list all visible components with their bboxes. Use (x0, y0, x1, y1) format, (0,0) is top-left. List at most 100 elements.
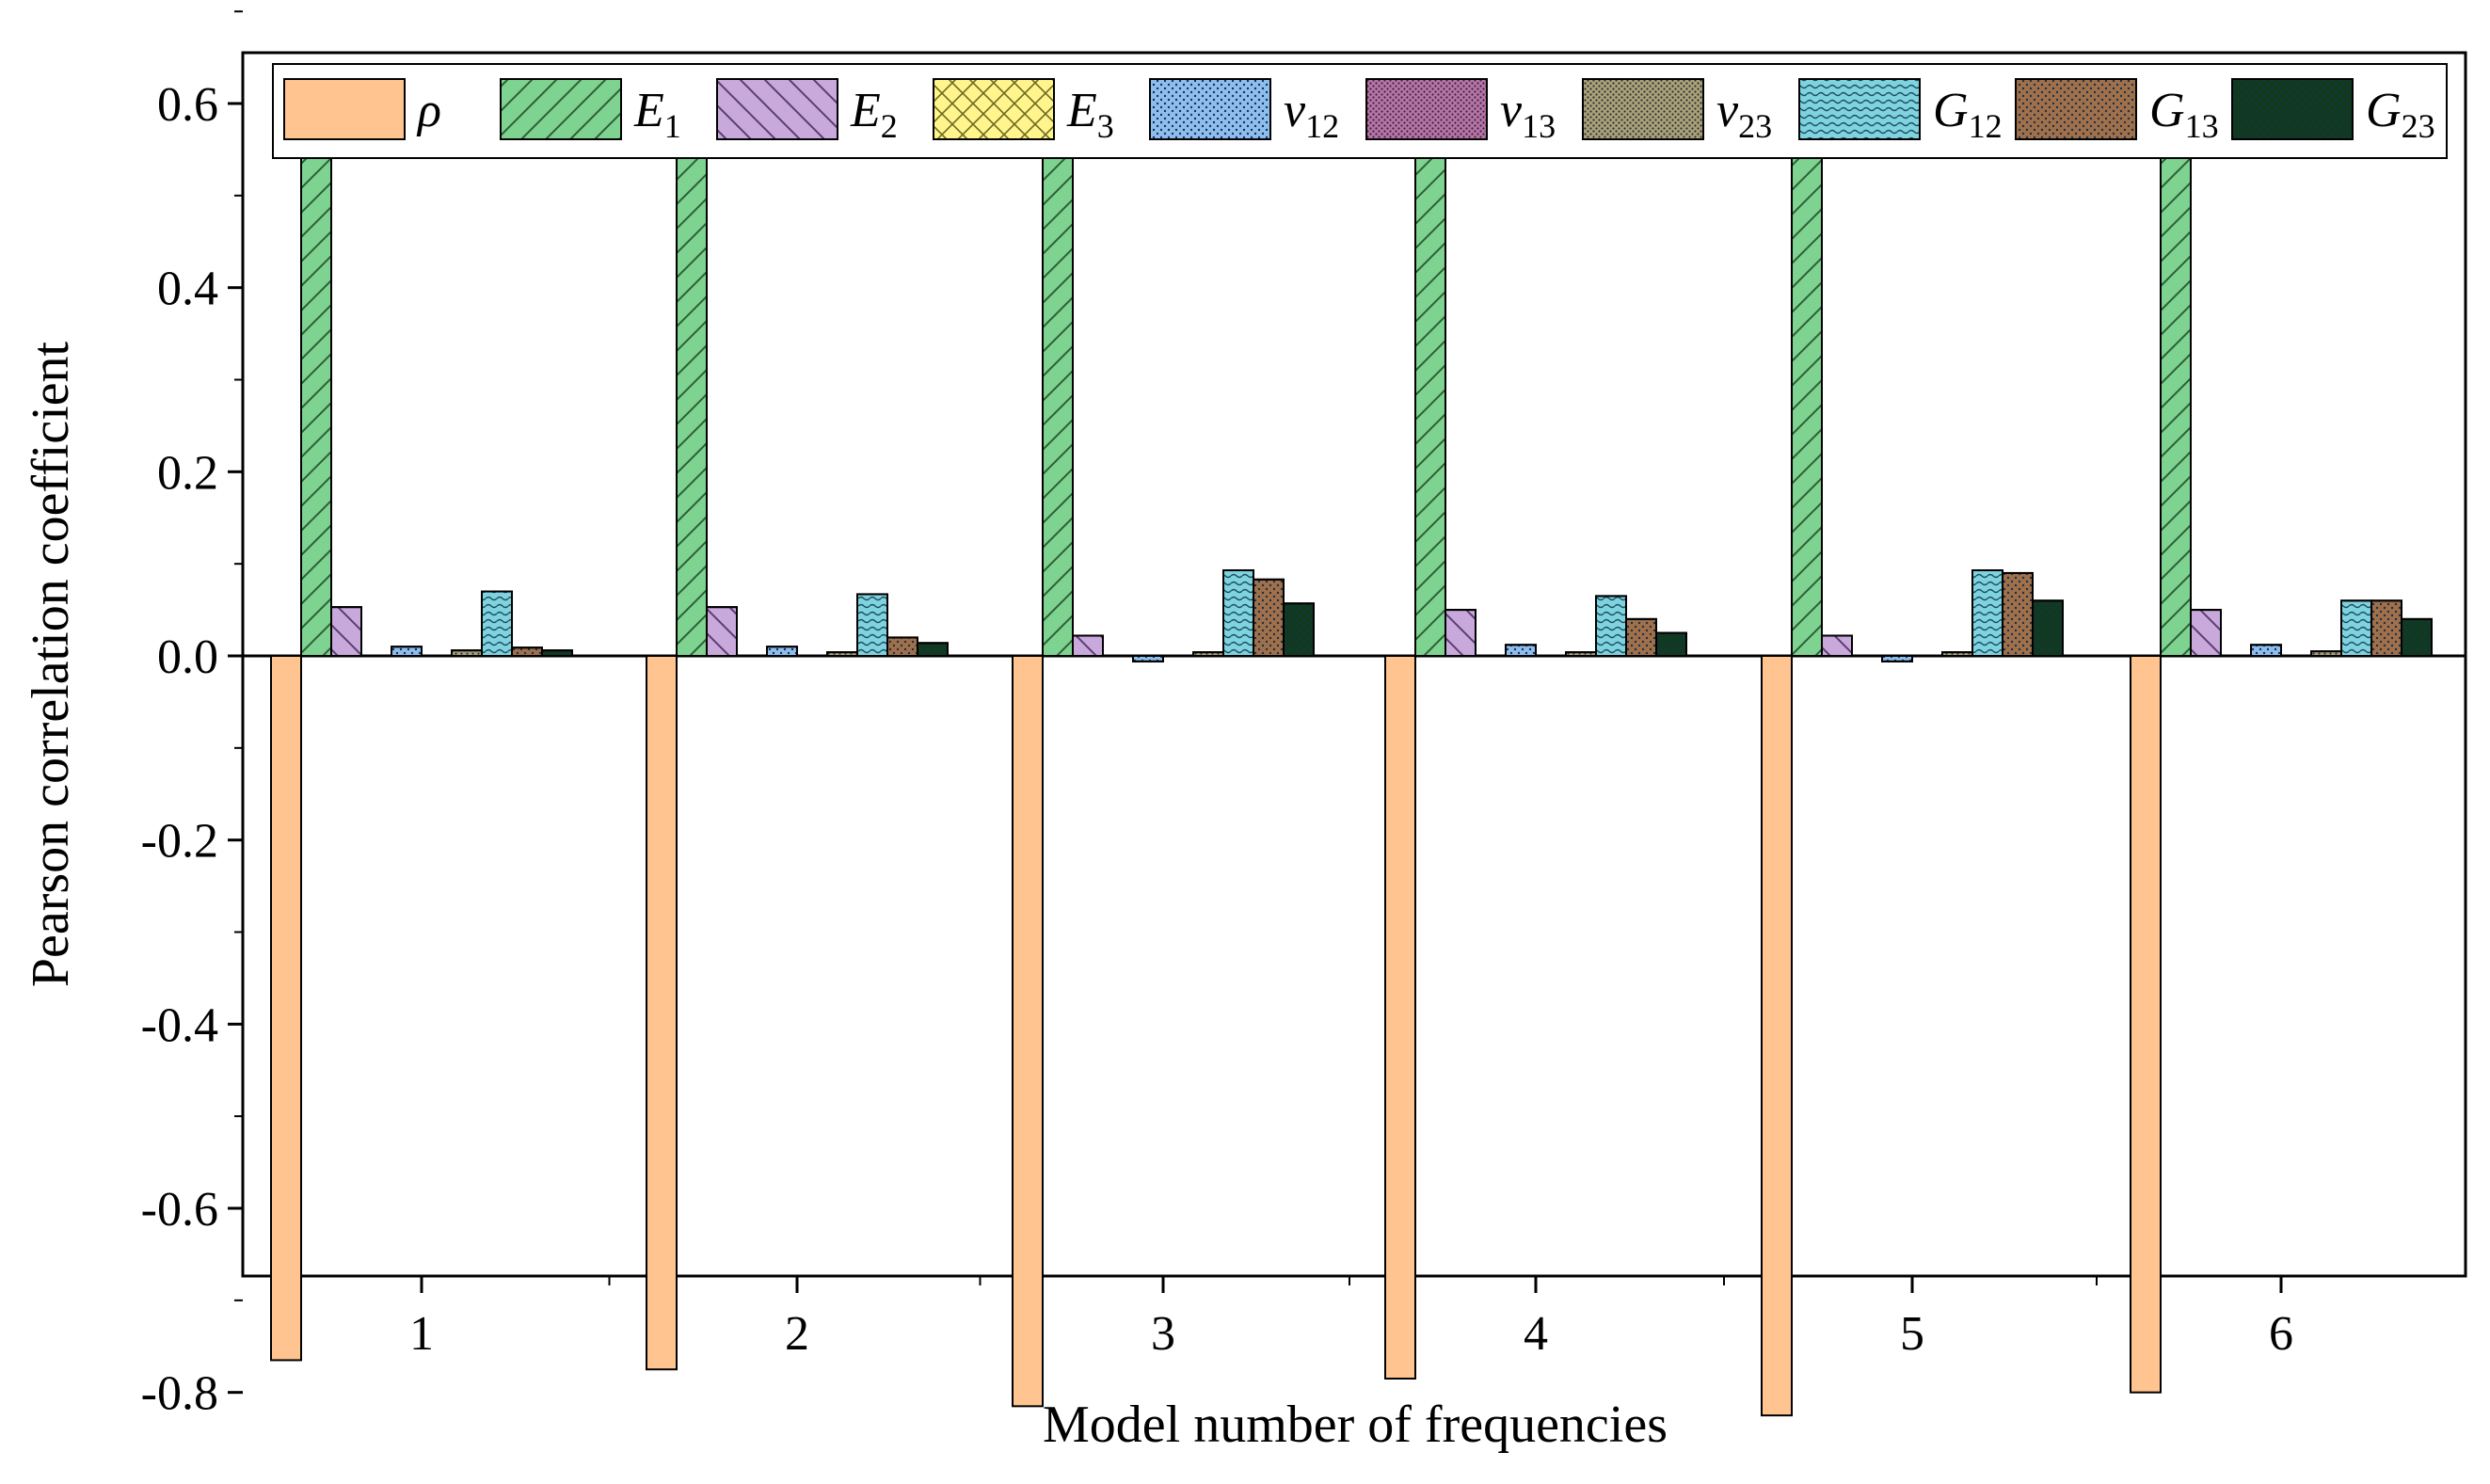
bar-pattern-E1-6 (2160, 118, 2192, 658)
legend-label-G13: G13 (2149, 84, 2219, 145)
bar-pattern-E2-2 (706, 606, 738, 657)
legend-label-ρ: ρ (416, 84, 441, 137)
bar-E3-5 (1851, 655, 1883, 658)
bar-pattern-G13-3 (1253, 578, 1285, 658)
bar-pattern-v23-3 (1192, 651, 1224, 658)
y-axis-title: Pearson correlation coefficient (22, 341, 80, 987)
bar-pattern-G23-5 (2032, 599, 2064, 657)
bar-pattern-v12-1 (391, 646, 423, 658)
bar-pattern-E2-3 (1072, 634, 1104, 658)
y-tick-label-0.0: 0.0 (157, 630, 218, 684)
bar-pattern-G12-2 (856, 593, 888, 657)
bar-ρ-1 (270, 655, 302, 1362)
bar-pattern-G12-1 (481, 590, 513, 657)
bar-pattern-E2-6 (2190, 609, 2222, 657)
bar-pattern-E1-2 (676, 84, 708, 657)
bar-v13-1 (421, 655, 453, 658)
y-tick-label--0.4: -0.4 (141, 998, 218, 1052)
legend-swatch-pattern-v23 (1582, 78, 1704, 140)
bar-pattern-G12-4 (1595, 595, 1627, 657)
bar-pattern-G12-3 (1222, 569, 1254, 658)
y-tick-label--0.2: -0.2 (141, 815, 218, 869)
bar-pattern-v23-6 (2310, 650, 2342, 658)
bar-v13-4 (1535, 655, 1567, 658)
bar-pattern-E2-1 (330, 606, 362, 657)
legend-swatch-pattern-G12 (1798, 78, 1921, 140)
bar-pattern-E1-4 (1414, 98, 1446, 657)
legend-items: ρ E1 E2 E3 v12 v13 v23 G12 G13 G23 (283, 78, 2435, 145)
bar-pattern-G23-6 (2401, 617, 2433, 657)
bar-E3-6 (2220, 655, 2252, 658)
legend-label-E2: E2 (850, 84, 898, 145)
x-tick-label-3: 3 (1151, 1307, 1175, 1361)
y-tick-label-0.2: 0.2 (157, 446, 218, 500)
bar-E3-2 (736, 655, 768, 658)
x-axis-title: Model number of frequencies (1043, 1396, 1668, 1454)
bar-pattern-v12-5 (1881, 655, 1913, 662)
bar-pattern-E1-3 (1042, 145, 1074, 657)
legend-label-v12: v12 (1284, 84, 1339, 145)
x-tick-label-1: 1 (409, 1307, 434, 1361)
bar-pattern-G13-1 (511, 646, 543, 658)
bar-ρ-3 (1012, 655, 1044, 1408)
bar-E3-4 (1475, 655, 1507, 658)
legend-swatch-pattern-E2 (716, 78, 838, 140)
bar-pattern-G23-1 (541, 649, 573, 658)
bars-layer (270, 76, 2433, 1417)
legend-swatch-pattern-G13 (2015, 78, 2137, 140)
x-tick-label-2: 2 (785, 1307, 809, 1361)
legend-label-v13: v13 (1500, 84, 1556, 145)
legend-label-v23: v23 (1716, 84, 1772, 145)
bar-pattern-v23-2 (826, 651, 858, 658)
y-tick-label-0.6: 0.6 (157, 78, 218, 132)
legend-label-G23: G23 (2366, 84, 2435, 145)
bar-pattern-G23-2 (917, 642, 949, 658)
legend-swatch-pattern-E1 (500, 78, 622, 140)
legend-swatch-pattern-E3 (933, 78, 1055, 140)
bar-pattern-E1-1 (300, 76, 332, 657)
bar-pattern-G13-2 (886, 636, 918, 658)
legend-swatch-ρ (283, 78, 406, 140)
legend: ρ E1 E2 E3 v12 v13 v23 G12 G13 G23 (272, 63, 2448, 159)
plot-area-frame (241, 51, 2467, 1278)
x-tick-label-4: 4 (1524, 1307, 1548, 1361)
bar-pattern-G13-5 (2002, 571, 2034, 658)
bar-ρ-6 (2130, 655, 2162, 1394)
legend-swatch-pattern-G23 (2231, 78, 2354, 140)
bar-v13-5 (1911, 655, 1943, 658)
bar-E3-3 (1102, 655, 1134, 658)
legend-swatch-pattern-v12 (1149, 78, 1271, 140)
bar-pattern-G13-6 (2370, 599, 2402, 657)
bar-ρ-4 (1384, 655, 1416, 1380)
bar-pattern-v12-6 (2250, 644, 2282, 658)
legend-label-E1: E1 (633, 84, 681, 145)
bar-pattern-v12-3 (1132, 655, 1164, 662)
legend-label-G12: G12 (1933, 84, 2003, 145)
bar-pattern-E2-5 (1821, 634, 1853, 658)
bar-pattern-G12-6 (2340, 599, 2372, 657)
bar-pattern-G12-5 (1971, 569, 2003, 658)
bar-pattern-v23-1 (451, 649, 483, 658)
bar-v13-2 (796, 655, 828, 658)
bar-pattern-G23-3 (1283, 602, 1315, 657)
x-tick-label-6: 6 (2269, 1307, 2293, 1361)
bar-pattern-E1-5 (1791, 151, 1823, 657)
bar-pattern-v23-5 (1941, 651, 1973, 658)
x-tick-label-5: 5 (1900, 1307, 1924, 1361)
bar-v13-6 (2280, 655, 2312, 658)
y-tick-label--0.6: -0.6 (141, 1183, 218, 1237)
legend-swatch-pattern-v13 (1365, 78, 1488, 140)
bar-pattern-E2-4 (1445, 609, 1476, 657)
y-tick-label--0.8: -0.8 (141, 1367, 218, 1421)
bar-pattern-v23-4 (1565, 651, 1597, 658)
y-tick-label-0.4: 0.4 (157, 263, 218, 316)
bar-ρ-5 (1761, 655, 1793, 1417)
bar-pattern-G13-4 (1625, 617, 1657, 657)
legend-label-E3: E3 (1066, 84, 1114, 145)
bar-pattern-v12-2 (766, 646, 798, 658)
bar-v13-3 (1162, 655, 1194, 658)
bar-pattern-v12-4 (1505, 644, 1537, 658)
